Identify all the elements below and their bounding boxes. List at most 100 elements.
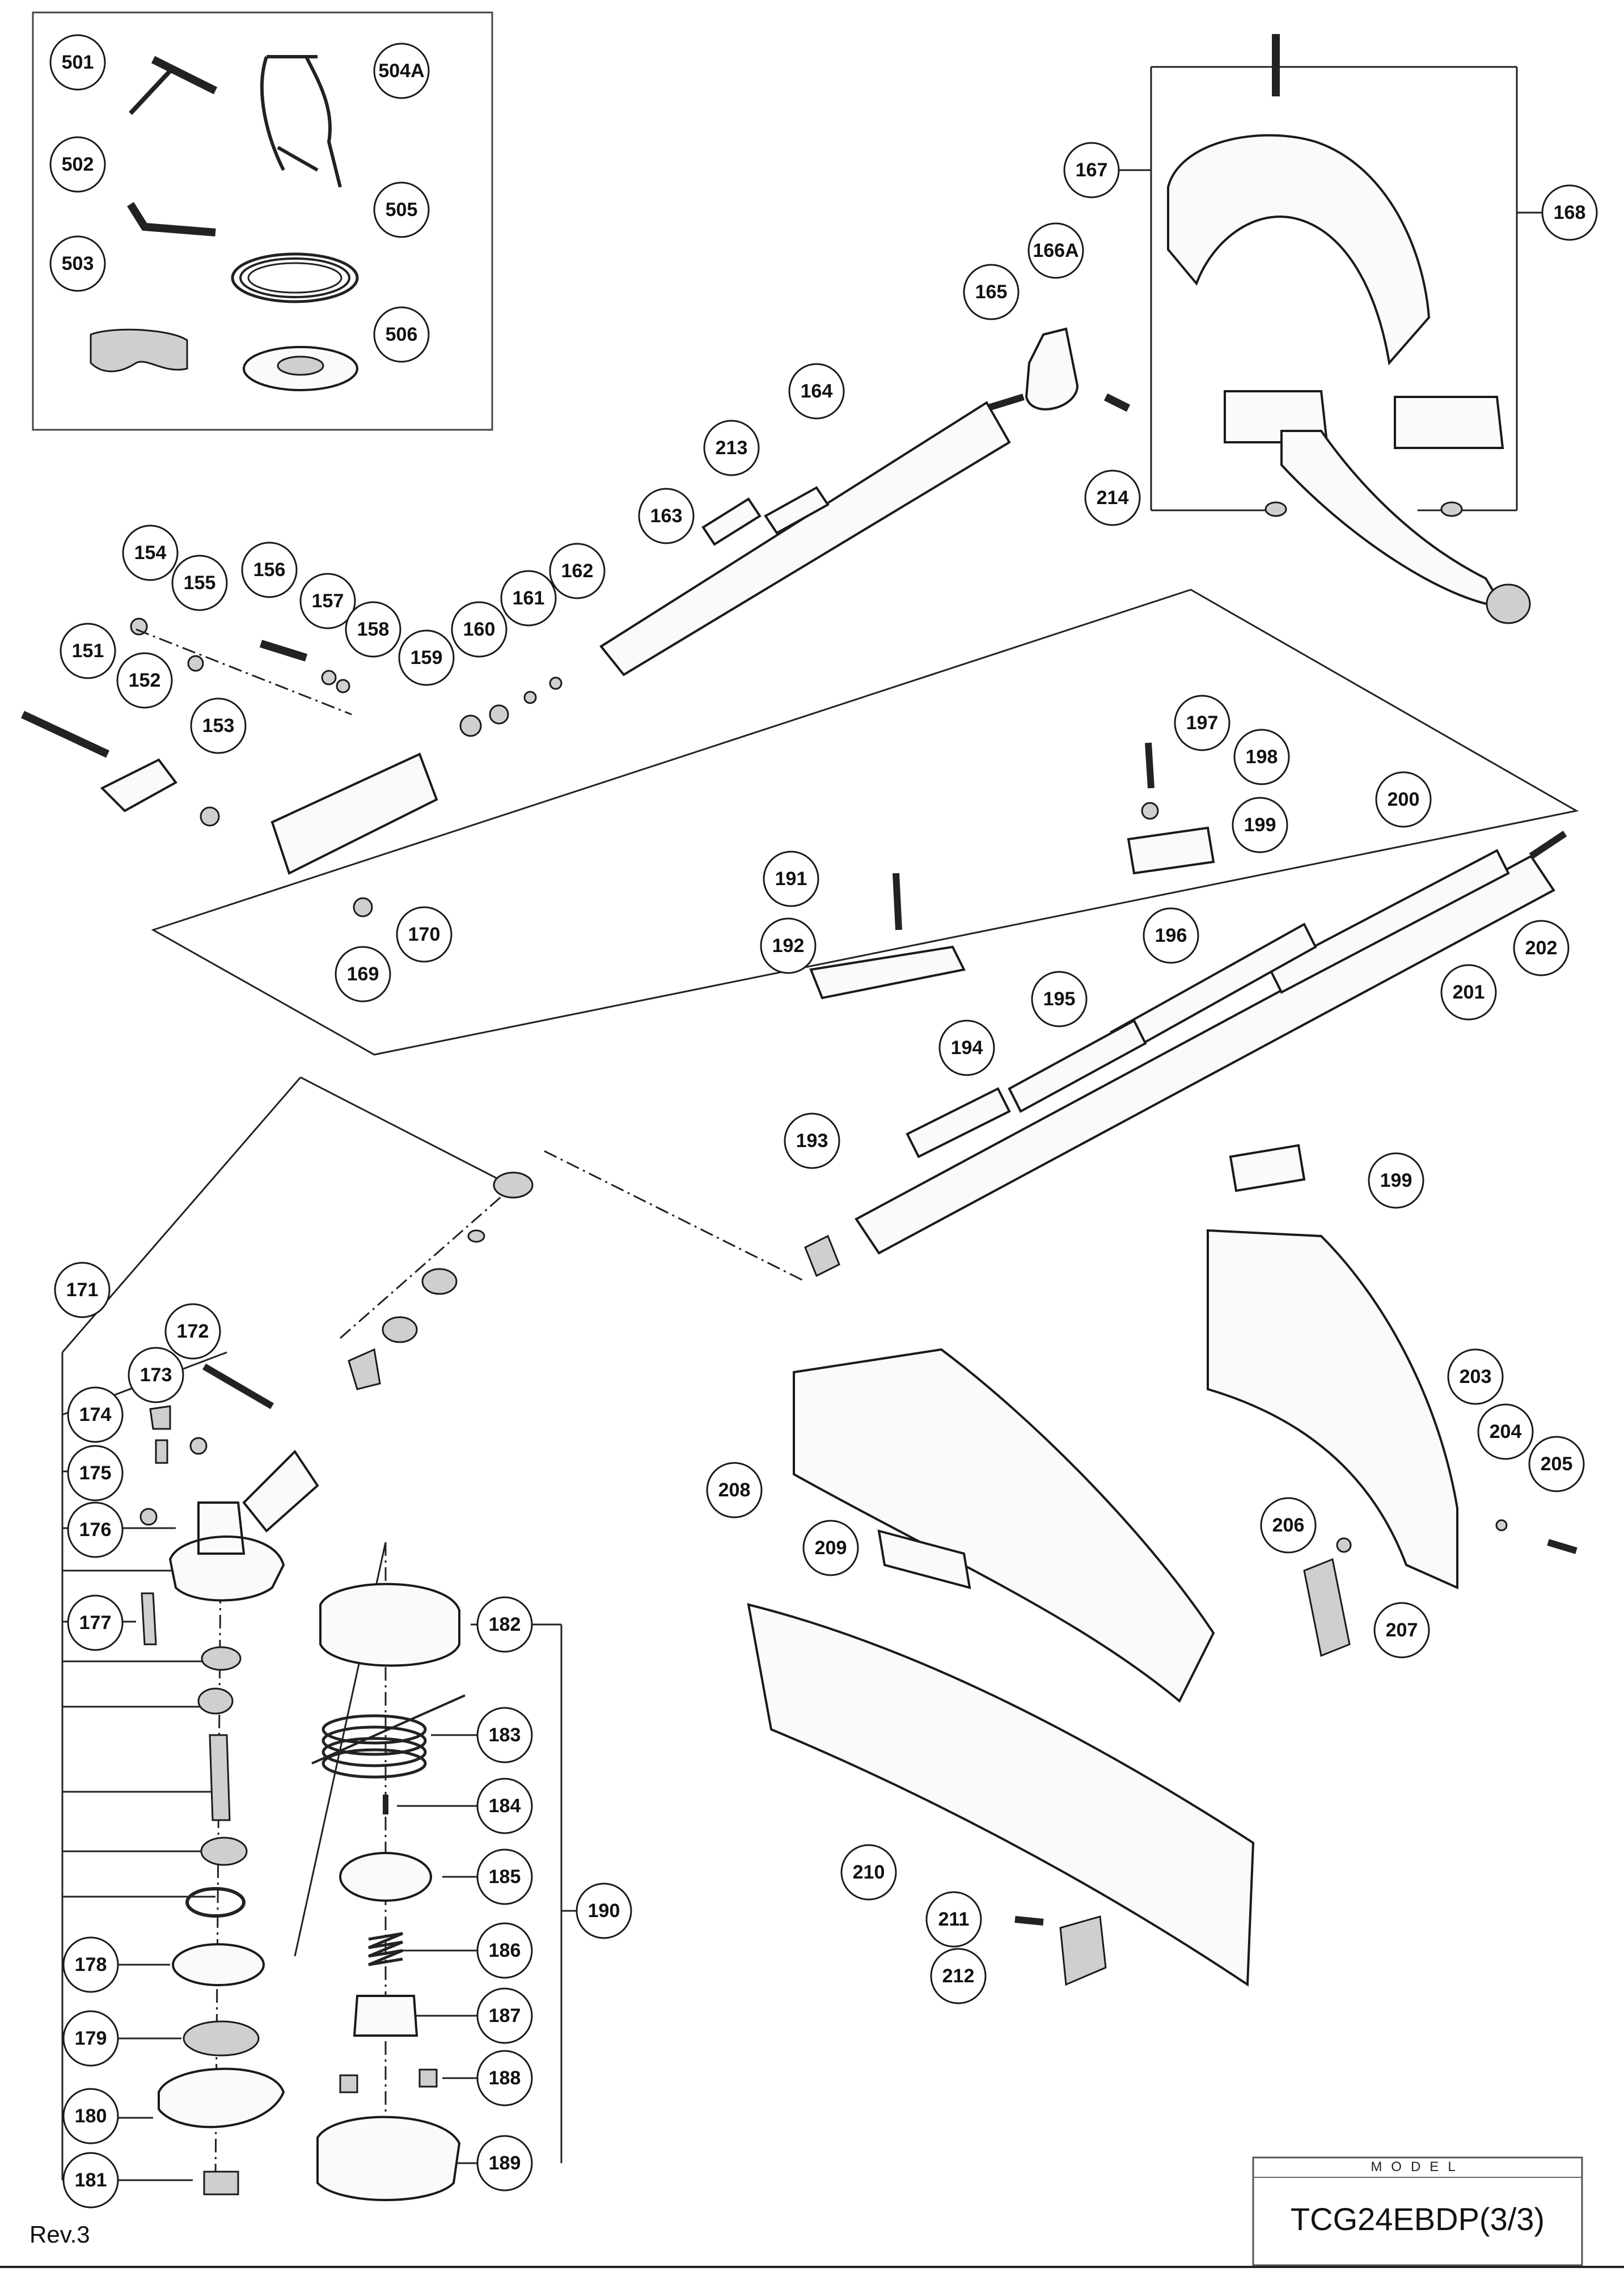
callout: 169 [335,946,391,1002]
callout: 194 [938,1019,995,1076]
accessory-box [32,11,493,431]
handle-grip-167 [1167,134,1431,366]
cover-506 [243,346,358,391]
callout: 160 [451,601,508,658]
svg-text:152: 152 [129,670,161,691]
callout: 152 [116,652,173,709]
callout: 184 [476,1778,533,1834]
callout: 179 [62,2010,119,2067]
callout: 193 [784,1112,840,1169]
svg-text:176: 176 [79,1519,112,1541]
svg-text:182: 182 [489,1614,521,1635]
gear-head-lines [61,1076,500,2181]
bearing-gear-b [382,1316,418,1343]
svg-text:189: 189 [489,2152,521,2174]
svg-text:201: 201 [1453,982,1485,1003]
callout: 214 [1084,469,1141,526]
callout: 170 [396,906,452,963]
svg-text:169: 169 [347,963,379,985]
svg-text:197: 197 [1186,712,1219,734]
washer-gear-a [493,1171,534,1199]
gear-case-171 [168,1449,319,1602]
callout: 199 [1232,797,1288,853]
callout: 202 [1513,920,1570,976]
bearing-a [201,1646,242,1671]
svg-text:172: 172 [177,1321,209,1342]
sleeve-201 [1268,849,1510,994]
svg-text:159: 159 [411,647,443,669]
callout: 206 [1260,1497,1317,1554]
eyelet-188 [339,2074,358,2093]
sleeve-195 [1008,1019,1147,1113]
callout: 178 [62,1936,119,1993]
clamp-174 [149,1405,171,1430]
svg-text:161: 161 [513,587,545,609]
callout: 187 [476,1987,533,2044]
callout: 503 [49,235,106,292]
handle-bracket-lines [1117,66,1542,511]
harness-504A [260,55,342,188]
svg-text:174: 174 [79,1404,112,1425]
callout: 172 [164,1303,221,1360]
svg-text:184: 184 [489,1795,521,1817]
svg-text:190: 190 [588,1900,620,1922]
callout: 153 [190,697,247,754]
spindle [209,1734,231,1821]
callout: 183 [476,1707,533,1763]
callout: 205 [1528,1436,1585,1492]
svg-text:181: 181 [75,2169,107,2191]
svg-text:208: 208 [718,1479,751,1501]
washer-gear-b [467,1229,485,1243]
hex-wrench-502 [127,202,216,236]
washer-198 [1141,802,1159,820]
svg-text:177: 177 [79,1612,112,1634]
shaft-165 [986,394,1025,412]
holder-207 [1303,1558,1351,1657]
tube-upper [599,401,1011,676]
callout: 156 [241,541,298,598]
svg-text:185: 185 [489,1866,521,1888]
callout: 151 [60,623,116,679]
nut-left [1264,501,1287,517]
callout: 192 [760,917,817,974]
callout: 180 [62,2088,119,2144]
snap-ring [185,1887,246,1918]
svg-text:178: 178 [75,1954,107,1975]
svg-text:168: 168 [1554,202,1586,223]
clamp-199-lower [1229,1144,1306,1192]
svg-text:503: 503 [62,253,94,274]
pin-206 [1336,1537,1352,1553]
callout: 190 [576,1882,632,1939]
svg-text:202: 202 [1525,937,1558,959]
clamp-199-upper [1127,826,1215,875]
callout: 159 [398,629,455,686]
clamp-209 [877,1529,971,1589]
sleeve-194 [906,1087,1011,1158]
callout: 154 [122,524,179,581]
callout: 207 [1373,1602,1430,1659]
svg-text:154: 154 [134,542,167,564]
callout: 188 [476,2050,533,2106]
callout: 175 [67,1445,124,1501]
nut-169 [353,897,373,917]
handle-knob [1486,583,1531,624]
cutter-212 [1059,1915,1107,1986]
screw-173 [189,1437,208,1455]
callout: 157 [299,573,356,629]
callout: 203 [1447,1348,1504,1405]
svg-text:203: 203 [1460,1366,1492,1387]
callout: 210 [840,1844,897,1901]
lever-152 [100,758,177,813]
svg-text:195: 195 [1043,988,1076,1010]
bolt-205 [1547,1539,1578,1554]
svg-text:193: 193 [796,1130,828,1152]
bolt-172 [202,1363,274,1410]
model-label: MODEL [1371,2159,1464,2175]
svg-text:187: 187 [489,2005,521,2027]
case-189 [316,2116,461,2201]
svg-text:192: 192 [772,935,805,957]
spool-cover-182 [319,1583,460,1667]
callout: 185 [476,1848,533,1905]
svg-text:205: 205 [1541,1453,1573,1475]
